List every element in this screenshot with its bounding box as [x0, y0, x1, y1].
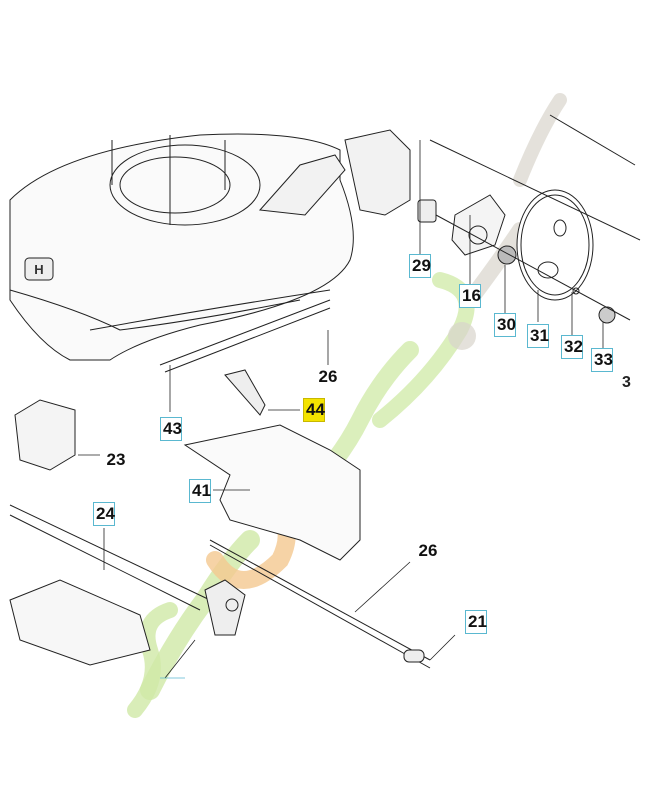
- callout-16: 16: [459, 284, 481, 308]
- pivot-plate: [204, 579, 246, 636]
- washer-32: [572, 287, 580, 295]
- part-24: [9, 579, 151, 666]
- callout-41: 41: [189, 479, 211, 503]
- svg-text:H: H: [34, 262, 43, 277]
- husqvarna-logo: H: [24, 257, 54, 281]
- callout-21: 21: [465, 610, 487, 634]
- leader-lines: [78, 140, 604, 679]
- bushing-29: [417, 199, 437, 223]
- axle-21: [403, 649, 425, 663]
- bracket-16: [451, 194, 506, 256]
- callout-26-bottom: 26: [418, 541, 438, 560]
- flap-44: [224, 369, 266, 416]
- gear-33: [598, 306, 616, 324]
- part-23: [14, 399, 76, 471]
- wheel-cover-31: [516, 189, 594, 301]
- callout-24: 24: [93, 502, 115, 526]
- callout-23: 23: [106, 450, 126, 469]
- front-bracket: [9, 399, 246, 666]
- callout-43: 43: [160, 417, 182, 441]
- callout-31: 31: [527, 324, 549, 348]
- callout-30: 30: [494, 313, 516, 337]
- edge-label-fragment: 3: [622, 374, 631, 391]
- chute-41: [183, 424, 361, 561]
- callout-29: 29: [409, 254, 431, 278]
- callout-32: 32: [561, 335, 583, 359]
- gear-30: [497, 245, 517, 265]
- chute-assembly: [183, 369, 431, 669]
- callout-44: 44: [303, 398, 325, 422]
- callout-26-top: 26: [318, 367, 338, 386]
- wheel-assembly: [417, 114, 641, 324]
- mower-deck: [9, 129, 411, 373]
- callout-33: 33: [591, 348, 613, 372]
